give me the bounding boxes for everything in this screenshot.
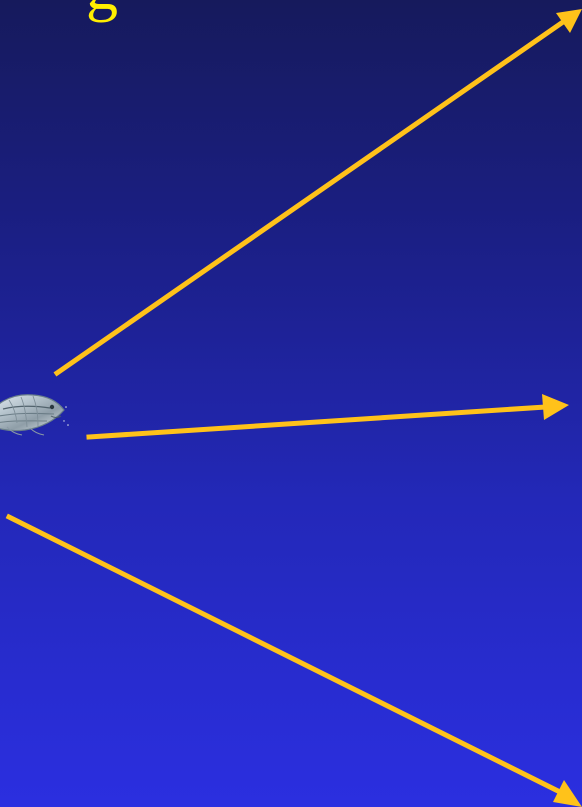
fish-illustration	[0, 382, 74, 446]
arrow-up-right	[57, 9, 582, 373]
arrow-right	[89, 394, 569, 437]
arrow-down-right	[9, 517, 582, 807]
